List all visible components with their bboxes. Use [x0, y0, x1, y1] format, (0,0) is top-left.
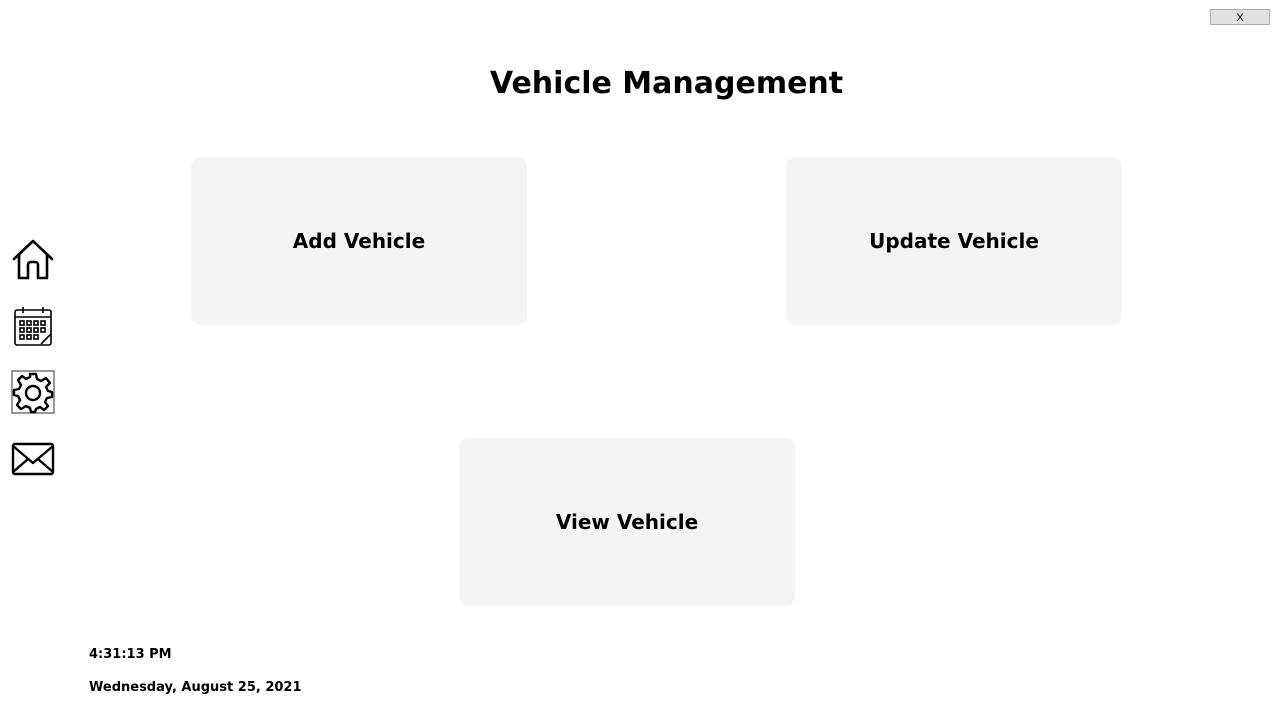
- home-icon[interactable]: [11, 237, 55, 281]
- gear-icon[interactable]: [11, 370, 55, 414]
- calendar-icon[interactable]: [11, 304, 55, 348]
- add-vehicle-button[interactable]: Add Vehicle: [191, 157, 527, 325]
- close-button[interactable]: X: [1210, 9, 1270, 25]
- page-title: Vehicle Management: [489, 66, 844, 101]
- mail-icon[interactable]: [11, 437, 55, 481]
- update-vehicle-label: Update Vehicle: [869, 229, 1039, 253]
- add-vehicle-label: Add Vehicle: [292, 229, 426, 253]
- clock-date: Wednesday, August 25, 2021: [89, 680, 302, 695]
- update-vehicle-button[interactable]: Update Vehicle: [786, 157, 1122, 325]
- view-vehicle-button[interactable]: View Vehicle: [459, 438, 795, 606]
- clock-time: 4:31:13 PM: [89, 647, 172, 662]
- view-vehicle-label: View Vehicle: [555, 510, 699, 534]
